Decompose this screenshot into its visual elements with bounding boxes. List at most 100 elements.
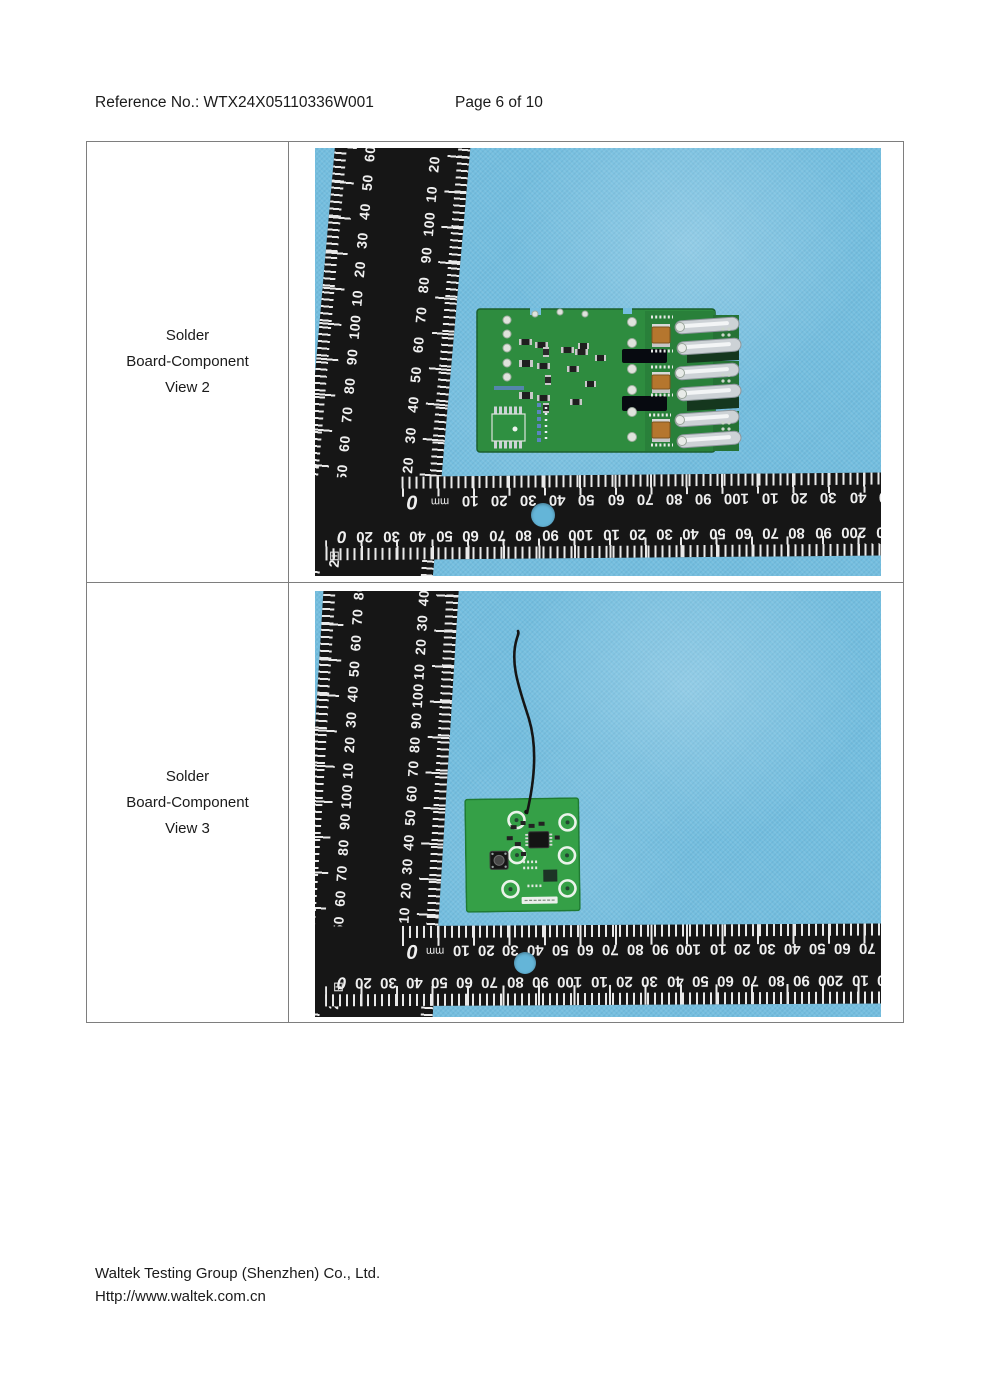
ruler-number: 50: [401, 808, 419, 827]
footer-company: Waltek Testing Group (Shenzhen) Co., Ltd…: [95, 1265, 381, 1282]
push-button: [489, 850, 509, 870]
ruler-number: 200: [818, 971, 844, 989]
ruler-number: 70: [488, 526, 506, 544]
ruler-number: 60: [346, 634, 364, 652]
ruler-number: 90: [695, 490, 712, 508]
ruler-number: 50: [578, 491, 596, 509]
ruler-number: 40: [399, 833, 417, 851]
ruler-number: 70: [337, 405, 356, 424]
label-line: Board-Component: [126, 793, 249, 811]
ruler-number: 100: [724, 489, 750, 507]
ruler-number: 80: [334, 838, 352, 857]
ruler-number: 60: [607, 490, 625, 508]
ruler-number: 10: [461, 492, 479, 510]
ruler-number: 70: [858, 939, 876, 957]
ruler-number: 90: [335, 813, 353, 831]
ruler-number: 40: [404, 395, 422, 414]
ruler-number: 20: [411, 638, 429, 656]
ruler-number: 50: [808, 939, 826, 957]
ruler-number: 60: [331, 889, 349, 908]
ruler-number: 60: [402, 784, 420, 803]
ruler-number: 60: [409, 335, 427, 354]
smd-component: [506, 820, 560, 857]
capacitor: [651, 372, 671, 393]
ruler-number: 20: [425, 155, 443, 174]
ruler-number: 100: [568, 525, 594, 543]
ruler-number: 80: [665, 490, 683, 508]
ruler-number: 70: [348, 608, 366, 626]
ruler-number: 10: [452, 941, 470, 959]
label-line: View 3: [165, 819, 210, 837]
capacitor: [651, 419, 671, 442]
page-number: Page 6 of 10: [455, 94, 543, 111]
label-line: View 2: [165, 379, 210, 396]
ruler-number: 20: [398, 455, 417, 474]
ruler-number: 50: [345, 659, 363, 678]
shield-component: [543, 869, 558, 882]
horizontal-ruler: 0mm1020304050607080901001020304050607080…: [315, 923, 881, 1007]
ruler-number: 50: [691, 971, 709, 990]
ruler-number: 50: [708, 524, 726, 542]
ruler-number: 70: [404, 760, 422, 778]
ruler-number: 20: [340, 736, 358, 754]
led-dot: [508, 818, 570, 892]
ruler-number: 20: [877, 970, 881, 989]
table-row: Solder Board-Component View 2 7060504030…: [87, 142, 903, 583]
ruler-number: mm: [430, 494, 449, 507]
ruler-number: 50: [552, 941, 569, 959]
ruler-number: 70: [761, 523, 779, 542]
ruler-number: 60: [717, 971, 734, 989]
solder-pad: [502, 308, 637, 442]
ruler-number: 200: [841, 523, 867, 541]
ruler-number: 80: [788, 523, 806, 541]
ruler-number: 30: [353, 231, 371, 250]
ruler-number: 80: [405, 735, 423, 754]
ruler-number: 10: [709, 940, 727, 958]
ruler-number: 60: [735, 524, 753, 542]
ruler-number: 40: [414, 591, 432, 608]
capacitor: [651, 324, 671, 347]
label-line: Board-Component: [126, 353, 249, 370]
ruler-corner-mark: ⊞: [329, 548, 340, 563]
ruler-number: 80: [506, 972, 524, 990]
ruler-number: 60: [462, 526, 480, 544]
ruler-number: 30: [641, 972, 659, 990]
ruler-number: 10: [338, 761, 356, 780]
ruler-number: 10: [590, 972, 608, 990]
ruler-number: 0: [337, 527, 347, 547]
ruler-scale-top: 0mm1020304050607080901001020304050607080…: [407, 936, 881, 962]
ruler-hang-hole: [531, 503, 555, 527]
ruler-number: 20: [355, 973, 372, 991]
ruler-number: 100: [408, 682, 426, 709]
ruler-number: 50: [406, 365, 425, 384]
antenna-wire: [513, 629, 536, 815]
ruler-number: 0: [406, 939, 419, 963]
ruler-number: 30: [655, 524, 673, 542]
ruler-number: 100: [345, 314, 364, 341]
ruler-number: 30: [413, 613, 431, 632]
footer-url: Http://www.waltek.com.cn: [95, 1288, 266, 1305]
ruler-number: 30: [382, 527, 400, 545]
pad-cluster: [721, 327, 731, 431]
ruler-number: 20: [791, 489, 808, 507]
ruler-number: 90: [531, 972, 549, 990]
ruler-number: 80: [349, 591, 367, 601]
ruler-number: 100: [676, 940, 702, 958]
ruler-number: 60: [335, 434, 353, 453]
strip-end-pad: [675, 322, 687, 446]
ruler-number: 90: [814, 523, 832, 541]
ruler-number: 100: [557, 972, 583, 990]
ruler-number: 30: [398, 857, 416, 876]
ruler-number: 30: [380, 973, 398, 991]
ruler-number: mm: [426, 944, 445, 957]
ruler-number: 20: [629, 525, 647, 543]
ruler-number: 10: [422, 185, 440, 204]
ruler-number: 50: [358, 173, 376, 192]
ruler-number: 10: [761, 489, 779, 507]
ruler-number: 10: [851, 971, 869, 989]
ruler-number: 90: [792, 971, 810, 989]
pcb-board-view3: [464, 797, 581, 913]
